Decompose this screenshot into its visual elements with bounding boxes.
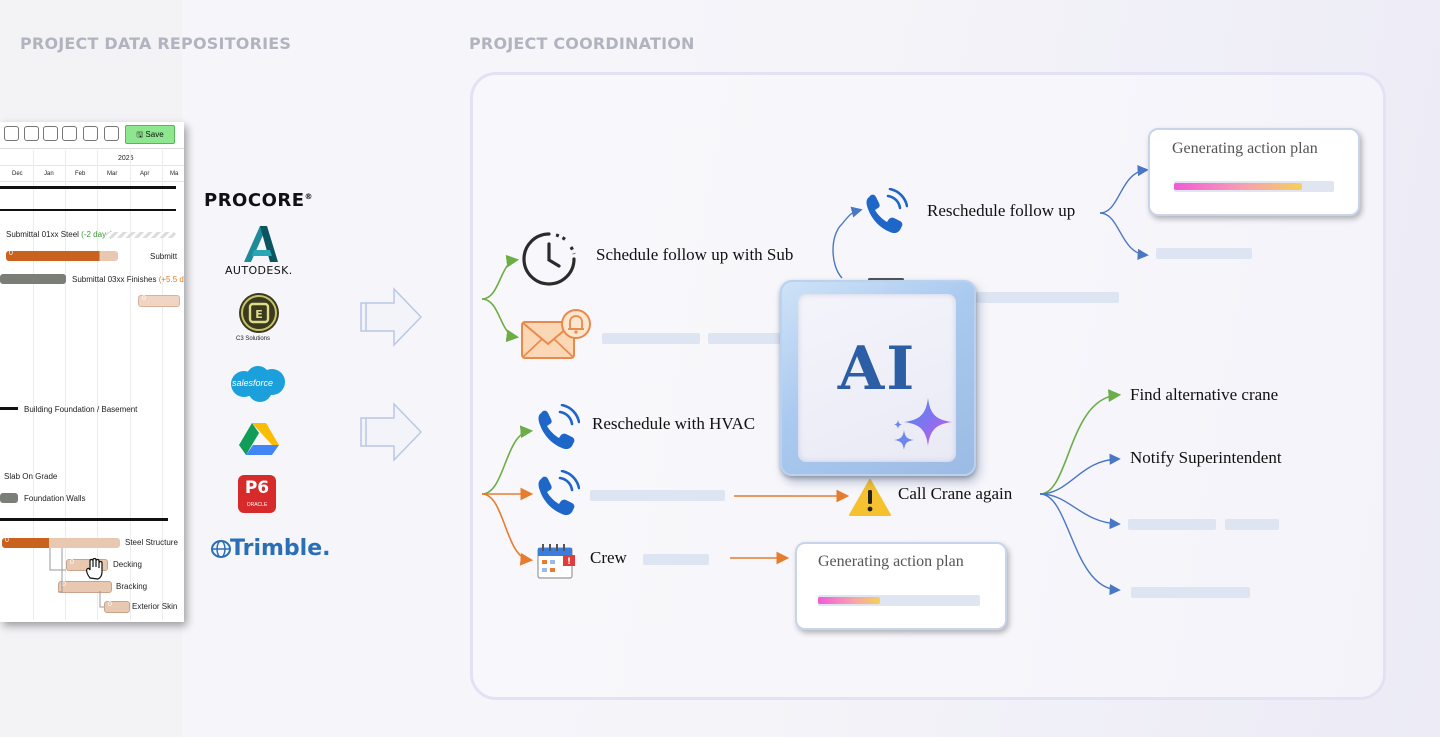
- progress-fill: [1174, 183, 1302, 190]
- save-label: Save: [145, 130, 164, 139]
- task-label: Submittal 01xx Steel (-2 days): [6, 230, 113, 239]
- task-bar[interactable]: 0: [104, 601, 130, 613]
- sparkle-icon: [894, 398, 952, 450]
- task-label: Foundation Walls: [24, 494, 86, 503]
- trimble-logo: Trimble.: [230, 536, 331, 561]
- hidden-icon-edge: [868, 278, 904, 281]
- summary-bar: [0, 407, 18, 410]
- task-label: Submittal 03xx Finishes (+5.5 d: [72, 275, 184, 284]
- ai-label: AI: [837, 334, 917, 404]
- placeholder-bar: [976, 292, 1119, 303]
- progress-track: [818, 595, 980, 606]
- placeholder-bar: [1225, 519, 1279, 530]
- salesforce-label: salesforce: [232, 378, 274, 388]
- summary-bar: [0, 186, 176, 189]
- toolbar-icon[interactable]: [62, 126, 77, 141]
- gantt-chart: 🖫 Save 2025 Dec Jan Feb Mar Apr Ma Submi…: [0, 122, 184, 622]
- coordination-label: PROJECT COORDINATION: [469, 34, 695, 53]
- mail-bell-icon: [521, 309, 591, 359]
- google-drive-icon: [239, 423, 279, 455]
- c3-solutions-icon: E: [239, 293, 279, 333]
- salesforce-cloud-icon: [231, 366, 285, 402]
- placeholder-bar: [602, 333, 700, 344]
- p6-label: P6: [244, 478, 270, 498]
- trimble-globe-icon: [211, 540, 231, 558]
- procore-logo: PROCORE®: [204, 190, 314, 211]
- task-label: Submitt: [150, 252, 178, 261]
- toolbar-icon[interactable]: [4, 126, 19, 141]
- task-notify-super: Notify Superintendent: [1130, 448, 1282, 467]
- task-reschedule-follow: Reschedule follow up: [927, 201, 1076, 220]
- phone-icon: [538, 470, 580, 516]
- task-label: Decking: [113, 560, 142, 569]
- phone-icon: [866, 188, 908, 234]
- task-bar[interactable]: [0, 274, 66, 284]
- svg-text:!: !: [567, 557, 571, 567]
- card-title: Generating action plan: [818, 553, 964, 570]
- task-call-crane: Call Crane again: [898, 484, 1013, 503]
- c3-solutions-label: C3 Solutions: [236, 336, 271, 342]
- progress-track: [1174, 181, 1334, 192]
- task-label: Exterior Skin: [132, 602, 178, 611]
- task-label: Slab On Grade: [4, 472, 58, 481]
- progress-fill: [818, 597, 880, 604]
- task-bar[interactable]: 0: [138, 295, 180, 307]
- month-label: Jan: [44, 171, 54, 177]
- task-bar[interactable]: [0, 493, 18, 503]
- save-button[interactable]: 🖫 Save: [125, 125, 175, 144]
- clock-icon: [522, 232, 576, 286]
- action-plan-card: Generating action plan: [795, 542, 1007, 630]
- save-icon: 🖫: [136, 130, 144, 139]
- task-schedule-sub: Schedule follow up with Sub: [596, 245, 794, 264]
- placeholder-bar: [1156, 248, 1252, 259]
- toolbar-icon[interactable]: [24, 126, 39, 141]
- toolbar-icon[interactable]: [104, 126, 119, 141]
- toolbar-icon[interactable]: [43, 126, 58, 141]
- placeholder-bar: [1131, 587, 1250, 598]
- action-plan-card: Generating action plan: [1148, 128, 1360, 216]
- month-label: Mar: [107, 171, 118, 177]
- month-label: Ma: [170, 171, 179, 177]
- placeholder-bar: [590, 490, 725, 501]
- p6-oracle-icon: P6 ORACLE: [238, 475, 276, 513]
- task-bar[interactable]: 0: [2, 537, 120, 548]
- placeholder-bar: [708, 333, 780, 344]
- task-label: Building Foundation / Basement: [24, 405, 138, 414]
- month-label: Feb: [75, 171, 86, 177]
- calendar-icon: !: [537, 544, 575, 579]
- task-label: Bracking: [116, 582, 148, 591]
- toolbar-icon[interactable]: [83, 126, 98, 141]
- ai-engine-inner: AI: [798, 294, 956, 462]
- flow-arrow-icon: [360, 402, 423, 462]
- task-find-crane: Find alternative crane: [1130, 385, 1279, 404]
- task-crew: Crew: [590, 548, 627, 567]
- placeholder-bar: [1128, 519, 1216, 530]
- phone-icon: [538, 404, 580, 450]
- month-label: Apr: [140, 171, 150, 177]
- card-title: Generating action plan: [1172, 140, 1318, 157]
- month-label: Dec: [12, 171, 23, 177]
- year-label: 2025: [118, 155, 134, 162]
- hand-cursor-icon: [86, 558, 103, 580]
- task-reschedule-hvac: Reschedule with HVAC: [592, 414, 756, 433]
- repositories-label: PROJECT DATA REPOSITORIES: [20, 34, 292, 53]
- task-bar[interactable]: 0: [6, 250, 116, 261]
- autodesk-icon: [244, 226, 278, 262]
- summary-bar: [0, 518, 168, 521]
- svg-text:E: E: [255, 308, 263, 321]
- task-bar[interactable]: 0: [58, 581, 112, 593]
- oracle-label: ORACLE: [246, 502, 268, 508]
- flow-arrow-icon: [360, 287, 423, 347]
- task-label: Steel Structure: [125, 538, 178, 547]
- dependency-lines: [49, 548, 104, 608]
- summary-bar: [0, 209, 176, 211]
- ai-engine-box: AI: [780, 280, 976, 476]
- autodesk-logo: AUTODESK.: [225, 264, 293, 277]
- warning-icon: [849, 479, 891, 516]
- placeholder-bar: [643, 554, 709, 565]
